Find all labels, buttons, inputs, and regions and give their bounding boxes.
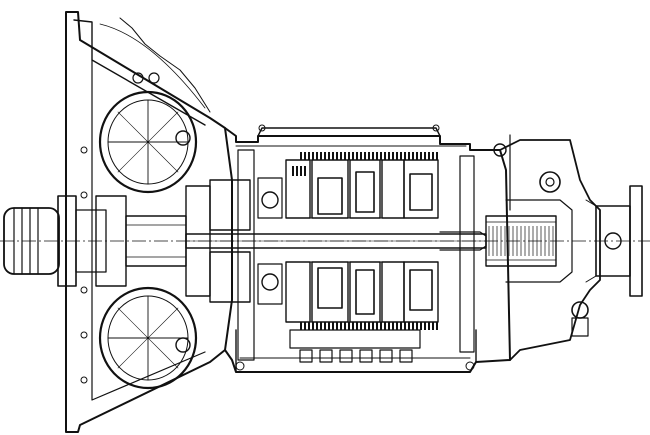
housing-flange-bolts xyxy=(80,146,88,384)
torque-converter-upper xyxy=(98,72,198,194)
main-shaft xyxy=(185,231,487,251)
output-flange-right xyxy=(585,185,643,297)
front-pump xyxy=(209,177,283,305)
extension-housing xyxy=(485,134,601,361)
oil-pan xyxy=(235,329,477,373)
gear-sets-upper xyxy=(285,152,440,219)
torque-converter-lower xyxy=(98,286,198,390)
input-coupling-left xyxy=(3,195,107,287)
top-cover xyxy=(257,124,441,137)
bell-housing xyxy=(65,11,233,433)
gear-sets-lower xyxy=(285,261,440,330)
